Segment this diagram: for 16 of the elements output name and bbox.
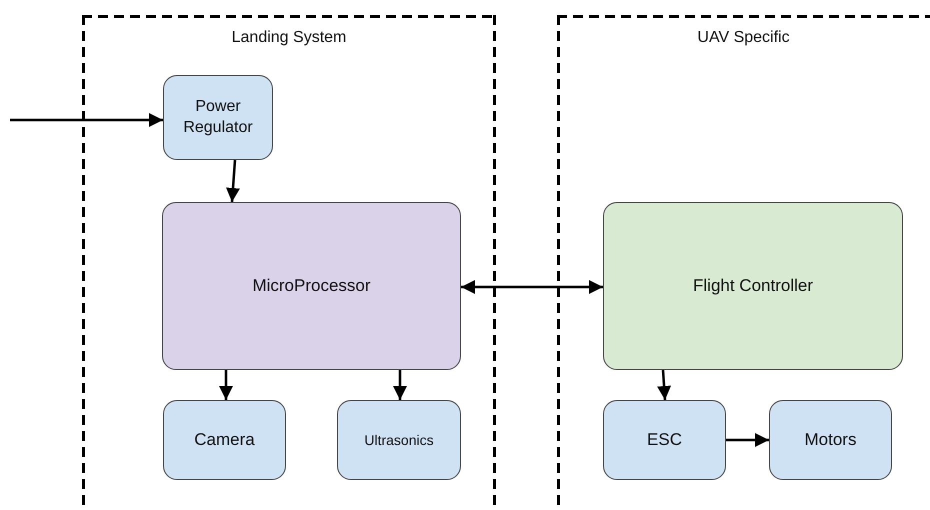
component-box: Camera [163, 400, 286, 480]
arrow [226, 160, 240, 202]
arrow [657, 370, 672, 400]
component-box: Flight Controller [603, 202, 903, 370]
arrow [393, 370, 407, 400]
component-box: Power Regulator [163, 75, 273, 160]
arrow [10, 113, 163, 127]
region-title: UAV Specific [696, 29, 791, 47]
arrow [461, 280, 603, 294]
component-box: Motors [769, 400, 892, 480]
arrow [726, 433, 769, 447]
component-box: Ultrasonics [337, 400, 461, 480]
component-box: ESC [603, 400, 726, 480]
arrow [219, 370, 233, 400]
component-box: MicroProcessor [162, 202, 461, 370]
region-title: Landing System [230, 29, 348, 47]
